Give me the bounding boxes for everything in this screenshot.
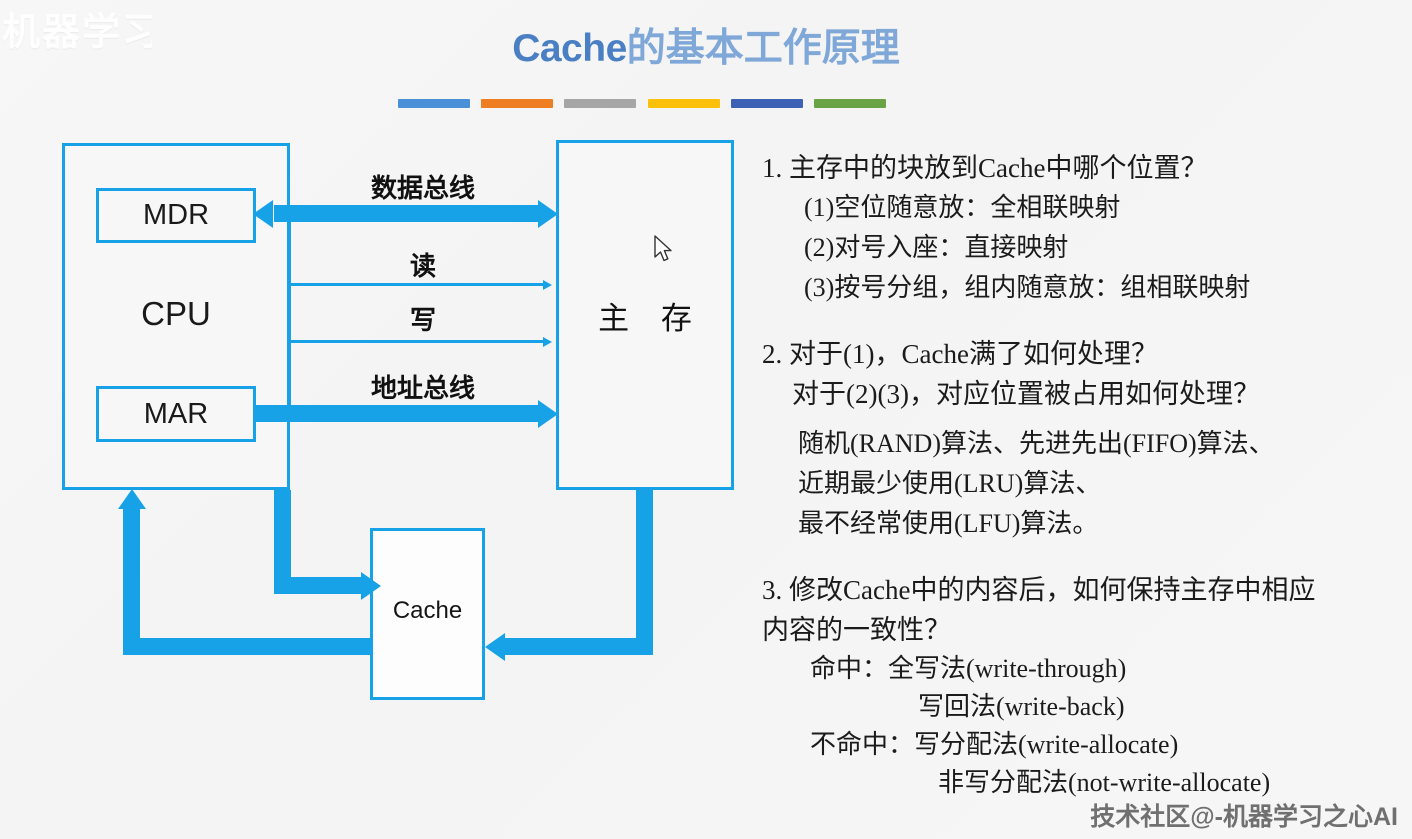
accent-bar-3 bbox=[564, 99, 637, 108]
note-gap-1 bbox=[762, 324, 1410, 334]
data-bus-arrow-left bbox=[253, 199, 273, 228]
note-gap-2 bbox=[762, 560, 1410, 570]
note-block-1: 1. 主存中的块放到Cache中哪个位置？ (1)空位随意放：全相联映射 (2)… bbox=[762, 148, 1410, 308]
note-2-item-3: 最不经常使用(LFU)算法。 bbox=[798, 509, 1099, 538]
accent-bar-1 bbox=[398, 99, 470, 108]
note-2-item-1: 随机(RAND)算法、先进先出(FIFO)算法、 bbox=[798, 429, 1275, 458]
read-line-arrow bbox=[543, 279, 552, 290]
memory-to-cache-vertical bbox=[636, 490, 653, 655]
note-1-item-1: (1)空位随意放：全相联映射 bbox=[804, 193, 1121, 222]
data-bus-label: 数据总线 bbox=[370, 174, 475, 203]
note-3-item-3: 不命中：写分配法(write-allocate) bbox=[810, 730, 1179, 759]
note-2-item-2: 近期最少使用(LRU)算法、 bbox=[798, 469, 1102, 498]
write-line-arrow bbox=[543, 336, 552, 347]
accent-bar-5 bbox=[730, 99, 803, 108]
note-2-number: 2. bbox=[762, 339, 783, 369]
note-2-question2: 对于(2)(3)，对应位置被占用如何处理？ bbox=[792, 379, 1260, 409]
note-2-question-text: 对于(1)，Cache满了如何处理？ bbox=[789, 339, 1158, 369]
note-2-question: 2. 对于(1)，Cache满了如何处理？ bbox=[762, 334, 1410, 374]
note-3-item-1: 命中：全写法(write-through) bbox=[810, 654, 1127, 683]
note-3-question-text: 修改Cache中的内容后，如何保持主存中相应 bbox=[789, 575, 1316, 605]
note-1-question-text: 主存中的块放到Cache中哪个位置？ bbox=[789, 153, 1208, 183]
read-line bbox=[290, 283, 543, 286]
cache-label: Cache bbox=[392, 597, 463, 624]
note-3-question: 3. 修改Cache中的内容后，如何保持主存中相应 bbox=[762, 570, 1410, 610]
page-title: Cache的基本工作原理 bbox=[0, 24, 1412, 74]
read-line-connector bbox=[288, 222, 291, 286]
note-3-item-4: 非写分配法(not-write-allocate) bbox=[938, 768, 1271, 797]
read-line-label: 读 bbox=[409, 252, 436, 281]
note-3-question2: 内容的一致性？ bbox=[762, 615, 951, 645]
cache-to-cpu-vertical bbox=[123, 508, 140, 655]
memory-to-cache-arrow bbox=[485, 632, 505, 661]
address-bus-label: 地址总线 bbox=[370, 374, 475, 403]
data-bus-arrow-right bbox=[538, 199, 558, 228]
note-block-3: 3. 修改Cache中的内容后，如何保持主存中相应 内容的一致性？ 命中：全写法… bbox=[762, 570, 1410, 802]
accent-bar-6 bbox=[813, 99, 886, 108]
note-3-number: 3. bbox=[762, 575, 783, 605]
page-title-cn: 的基本工作原理 bbox=[626, 27, 900, 70]
cache-architecture-diagram: CPU MDR MAR 主 存 Cache 数据总线 读 写 地址总线 bbox=[62, 140, 734, 700]
note-3-item-2: 写回法(write-back) bbox=[918, 692, 1125, 721]
address-bus-arrow-right bbox=[538, 399, 558, 428]
address-bus-connector bbox=[288, 343, 291, 405]
note-1-number: 1. bbox=[762, 153, 783, 183]
note-block-2: 2. 对于(1)，Cache满了如何处理？ 对于(2)(3)，对应位置被占用如何… bbox=[762, 334, 1410, 544]
accent-bar-2 bbox=[481, 99, 554, 108]
accent-bar-4 bbox=[647, 99, 720, 108]
page-title-en: Cache bbox=[512, 27, 627, 70]
data-bus-line bbox=[274, 205, 544, 222]
cpu-to-cache-horizontal bbox=[274, 577, 363, 594]
write-line-label: 写 bbox=[409, 306, 436, 335]
cpu-label: CPU bbox=[141, 295, 211, 332]
address-bus-line bbox=[253, 405, 544, 422]
mar-register-box: MAR bbox=[96, 386, 256, 442]
note-1-item-3: (3)按号分组，组内随意放：组相联映射 bbox=[804, 273, 1251, 302]
mdr-register-box: MDR bbox=[96, 188, 256, 243]
cache-to-cpu-horizontal bbox=[123, 638, 373, 655]
note-2-gap bbox=[762, 414, 1410, 424]
note-1-question: 1. 主存中的块放到Cache中哪个位置？ bbox=[762, 148, 1410, 188]
title-accent-bars bbox=[398, 99, 886, 108]
notes-column: 1. 主存中的块放到Cache中哪个位置？ (1)空位随意放：全相联映射 (2)… bbox=[762, 148, 1410, 818]
main-memory-label: 主 存 bbox=[598, 301, 704, 336]
write-line-connector bbox=[288, 286, 291, 343]
write-line bbox=[290, 340, 543, 343]
cpu-to-cache-vertical bbox=[274, 490, 291, 594]
main-memory-box bbox=[556, 140, 734, 490]
cache-box bbox=[370, 528, 485, 700]
cpu-to-cache-arrow bbox=[361, 571, 381, 600]
cache-to-cpu-arrow bbox=[117, 489, 146, 509]
memory-to-cache-horizontal bbox=[505, 638, 653, 655]
note-1-item-2: (2)对号入座：直接映射 bbox=[804, 233, 1069, 262]
